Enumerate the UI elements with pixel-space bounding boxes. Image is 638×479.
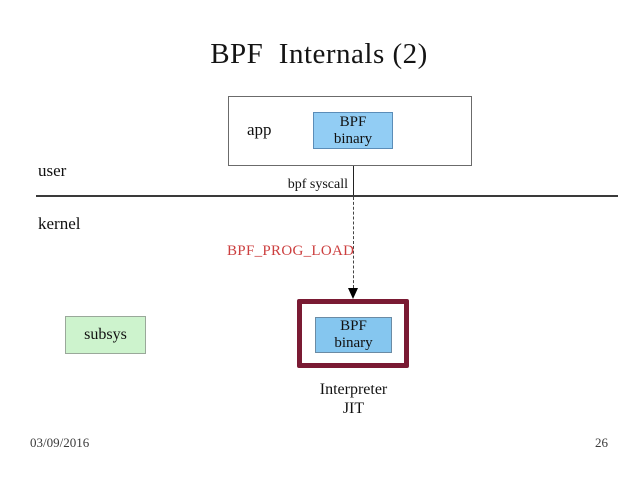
bpf-binary-user-line2: binary bbox=[333, 130, 373, 147]
syscall-connector-dashed-segment bbox=[353, 197, 354, 288]
user-kernel-divider-line bbox=[36, 195, 618, 197]
bpf-binary-box-kernel: BPF binary bbox=[315, 317, 392, 353]
bpf-binary-box-user: BPF binary bbox=[313, 112, 393, 149]
user-space-label: user bbox=[38, 161, 67, 180]
bpf-binary-user-line1: BPF bbox=[339, 113, 367, 130]
bpf-prog-load-label: BPF_PROG_LOAD bbox=[227, 243, 355, 259]
app-label: app bbox=[247, 120, 272, 139]
slide-title: BPF Internals (2) bbox=[210, 38, 428, 70]
interpreter-label: Interpreter bbox=[319, 381, 388, 398]
subsys-box: subsys bbox=[65, 316, 146, 354]
bpf-binary-kernel-line1: BPF bbox=[340, 318, 367, 334]
interpreter-jit-caption: Interpreter JIT bbox=[296, 380, 411, 418]
subsys-label: subsys bbox=[84, 326, 127, 343]
syscall-connector-solid-segment bbox=[353, 166, 354, 195]
kernel-space-label: kernel bbox=[38, 214, 81, 233]
bpf-binary-kernel-line2: binary bbox=[334, 335, 373, 351]
bpf-syscall-label: bpf syscall bbox=[287, 177, 348, 192]
footer-date: 03/09/2016 bbox=[30, 435, 90, 450]
jit-label: JIT bbox=[342, 400, 365, 417]
footer-page-number: 26 bbox=[595, 435, 608, 450]
arrowhead-down-icon bbox=[348, 288, 358, 299]
